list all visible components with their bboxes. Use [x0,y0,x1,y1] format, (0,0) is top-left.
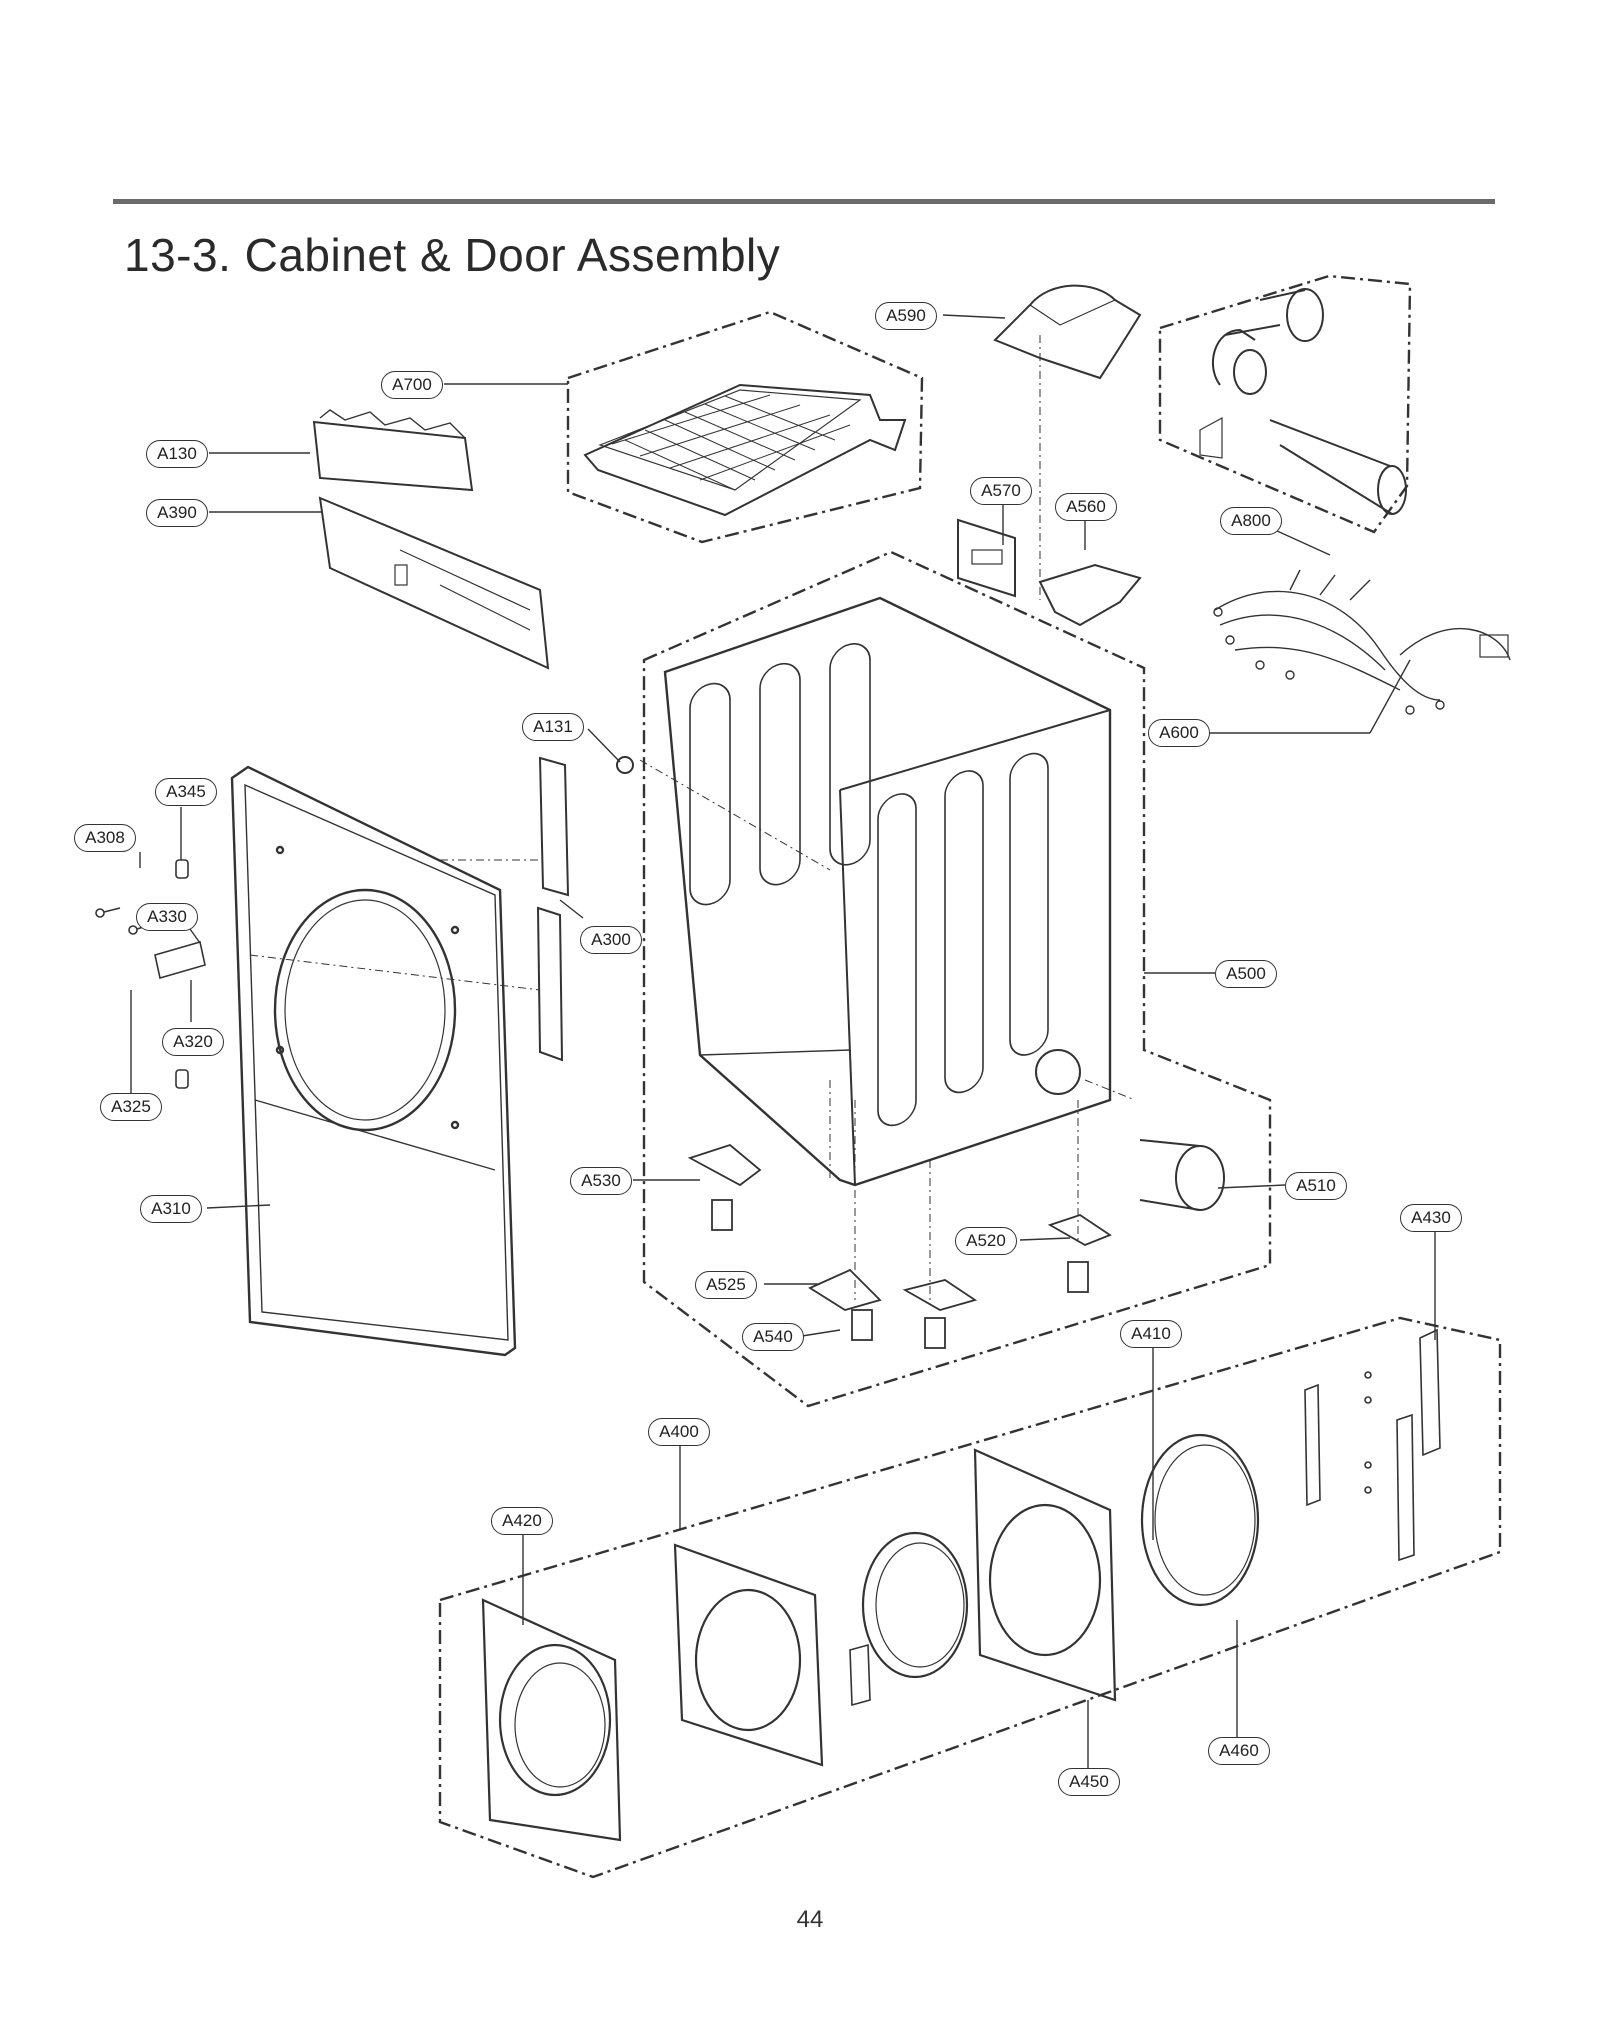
callout-a500: A500 [1215,960,1277,988]
a510-exhaust-duct-part [1139,1139,1225,1211]
a130-bracket-part [312,409,474,492]
callout-a525: A525 [695,1271,757,1299]
header-rule [113,199,1495,204]
callout-a430: A430 [1400,1204,1462,1232]
callout-a700: A700 [381,371,443,399]
callout-a410: A410 [1120,1320,1182,1348]
a560-scoop-part [1038,563,1142,627]
callout-a325: A325 [100,1093,162,1121]
door-group-boundary [438,1316,1502,1879]
top-panel-part [583,383,907,517]
a390-plate-part [318,496,550,670]
door-hinge-small-part [849,1643,871,1707]
callout-a320: A320 [162,1028,224,1056]
a420-door-part [481,1598,622,1842]
a131-knob-part [616,756,634,774]
callout-a420: A420 [491,1507,553,1535]
callout-a540: A540 [742,1323,804,1351]
a430-latch-part [1304,1328,1441,1562]
top-panel-group-boundary [566,310,924,544]
duct-group-boundary [1158,274,1412,534]
callout-a131: A131 [522,713,584,741]
callout-a310: A310 [140,1195,202,1223]
callout-a530: A530 [570,1167,632,1195]
callout-a600: A600 [1148,719,1210,747]
callout-a308: A308 [74,824,136,852]
callout-a560: A560 [1055,493,1117,521]
a300-brackets-part [536,756,570,1062]
callout-a590: A590 [875,302,937,330]
callout-a400: A400 [648,1418,710,1446]
callout-a510: A510 [1285,1172,1347,1200]
a460-gasket-part [1140,1433,1260,1607]
callout-a800: A800 [1220,507,1282,535]
callout-a450: A450 [1058,1768,1120,1796]
page-number: 44 [796,1906,824,1933]
door-glass-part [861,1531,969,1679]
callout-a330: A330 [136,903,198,931]
a600-wire-harness-part [1213,569,1511,715]
group-boundaries [438,274,1502,1879]
a800-duct-tubes-part [1199,288,1407,515]
projection-lines [249,335,1136,1300]
callout-a300: A300 [580,926,642,954]
a450-door-inner-part [973,1448,1117,1702]
callout-a390: A390 [146,499,208,527]
page-title: 13-3. Cabinet & Door Assembly [124,229,781,281]
a570-plate-part [957,518,1016,598]
cabinet-group-boundary [642,550,1272,1408]
callout-a345: A345 [155,778,217,806]
callout-a130: A130 [146,440,208,468]
door-hinge-parts [95,859,206,1089]
a590-duct-part [993,284,1142,380]
callout-a570: A570 [970,477,1032,505]
callout-a520: A520 [955,1227,1017,1255]
callout-a460: A460 [1208,1737,1270,1765]
a310-front-panel-part [230,765,517,1357]
a500-cabinet-part [663,596,1112,1187]
leveling-feet-part [687,1143,1112,1349]
a400-door-frame-part [673,1543,824,1767]
